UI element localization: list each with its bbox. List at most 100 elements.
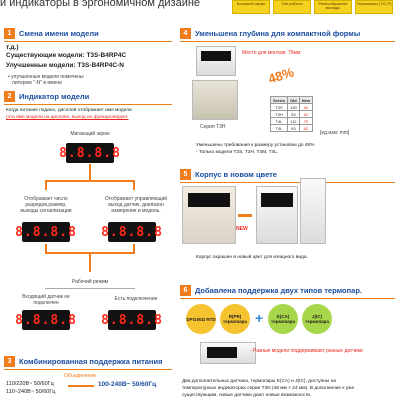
section-title: Комбинированная поддержка питания (19, 357, 163, 366)
sensor-desc: Два дополнительных датчика, термопары K(… (182, 379, 337, 384)
section-1-line: т.д.) (6, 44, 19, 51)
divider (4, 104, 172, 105)
table-header-row: Series Old New (269, 96, 313, 104)
table-cell: T3S (269, 103, 289, 111)
section-number: 1 (4, 28, 15, 39)
right-desc: Отображает управляющий (104, 196, 168, 202)
input-label: подключен (33, 300, 59, 306)
feature-tag: Тип работы (273, 0, 311, 14)
section-number: 5 (180, 169, 191, 180)
old-case-screen (188, 193, 230, 207)
feature-tag: Разнообразные выходы (314, 0, 352, 14)
sensor-desc: температурных индикаторах серии T3N (48 … (182, 386, 355, 391)
saving-note: Место для монтаж: 75мм (242, 50, 301, 56)
feature-tag: Термопары (T/C,P) (355, 0, 393, 14)
depth-desc: - Только модели T3S, T3H, T4M, T4L. (196, 150, 279, 155)
flow-connector (89, 164, 91, 180)
section-number: 4 (180, 28, 191, 39)
section-number: 2 (4, 91, 15, 102)
section-title: Смена имени модели (19, 29, 99, 38)
sensor-k-thermocouple: K(CA) термопара (268, 304, 298, 334)
feature-tag: Большой экран (232, 0, 270, 14)
section-5-header: 5 Корпус в новом цвете (180, 168, 395, 183)
table-cell: T3H (269, 110, 289, 118)
indicator-image (200, 342, 256, 364)
new-case-screen (261, 193, 293, 207)
table-cell: 70 (298, 117, 313, 125)
section-1-header: 1 Смена имени модели (4, 27, 172, 42)
display-blinking: 8.8.8.8 (59, 143, 120, 163)
table-header: Old (287, 96, 300, 104)
section-3-header: 3 Комбинированная поддержка питания (4, 355, 172, 370)
section-title: Добавлена поддержка двух типов термопар. (195, 286, 362, 295)
depth-desc: Уменьшены требования к размеру установки… (196, 143, 315, 148)
table-header: New (298, 96, 313, 104)
left-desc: разрядов,размер, (25, 202, 67, 208)
flow-connector (89, 252, 91, 272)
section-number: 6 (180, 285, 191, 296)
divider (180, 182, 395, 183)
table-cell: 62 (298, 110, 313, 118)
table-header: Series (269, 96, 289, 104)
plus-icon: + (255, 310, 264, 326)
section-title: Уменьшена глубина для компактной формы (195, 29, 361, 38)
flow-connector (133, 180, 135, 190)
flow-connector (45, 288, 135, 289)
model-note: литером "-N" в имени (12, 80, 62, 86)
percent-badge: 48% (266, 64, 296, 87)
divider (180, 41, 395, 42)
table-cell: 62 (298, 124, 313, 132)
depth-table: Series Old New T3S 130 84 T3H 93 62 T4L … (269, 96, 313, 132)
color-arrow (238, 214, 252, 217)
feature-tags: Большой экран Тип работы Разнообразные в… (232, 0, 393, 14)
display-right: 8.8.8.8 (101, 222, 162, 242)
section-2-text: Когда питание подано, дисплей отображает… (6, 108, 132, 113)
old-case-image (182, 186, 236, 244)
table-cell: T4L (269, 124, 289, 132)
color-desc: Корпус окрашен в новый цвет для изящного… (196, 255, 308, 260)
existing-model: Существующие модели: T3S-B4RP4C (6, 52, 127, 59)
table-cell: 93 (287, 124, 300, 132)
table-row: T3H 93 62 (269, 110, 313, 118)
improved-model: Улучшенные модели: T3S-B4RP4C-N (6, 62, 124, 69)
table-row: T4L 93 62 (269, 124, 313, 132)
power-old-2: 110~240В~ 50/60Гц (6, 389, 56, 395)
section-title: Индикатор модели (19, 92, 90, 101)
section-6-header: 6 Добавлена поддержка двух типов термопа… (180, 284, 395, 299)
series-label: Серия T3H (200, 124, 226, 130)
table-cell: 84 (298, 103, 313, 111)
flow-connector (133, 244, 135, 252)
blink-label: Мигающий экран (70, 131, 110, 137)
sensor-r-thermocouple: R(PR) термопара (220, 304, 250, 334)
table-cell: 112 (287, 117, 300, 125)
merge-arrow (68, 385, 94, 387)
display-connected: 8.8.8.8 (101, 310, 162, 330)
new-badge: NEW (236, 226, 248, 232)
left-desc: Отображает число (24, 196, 68, 202)
merge-label: Объединение (64, 373, 96, 379)
controller-image (196, 46, 236, 76)
divider (4, 41, 172, 42)
sensor-note: - Разные модели поддерживают разные датч… (250, 348, 363, 354)
sensor-rtd: DPt100Ω RTD (186, 304, 216, 334)
right-desc: выход датчик, диапазон (108, 202, 164, 208)
connected-label: Есть подключение (114, 296, 158, 302)
divider (180, 298, 395, 299)
table-cell: 93 (287, 110, 300, 118)
controller-depth-image (192, 80, 238, 120)
divider (4, 369, 172, 370)
flow-connector (45, 180, 135, 182)
flow-connector (45, 244, 47, 252)
table-unit: [ед.изм: mm] (320, 130, 350, 136)
power-result: 100-240В~ 50/60Гц (98, 381, 157, 388)
controller-screen (201, 51, 231, 61)
right-desc: измерения и модель. (111, 208, 161, 214)
indicator-screen (207, 347, 237, 358)
sensor-desc: существующим, новые датчики дают новые в… (182, 393, 312, 398)
table-row: T3S 130 84 (269, 103, 313, 111)
table-cell: T4L (269, 117, 289, 125)
display-no-input: 8.8.8.8 (15, 310, 76, 330)
left-desc: выходы сигнализации (20, 208, 72, 214)
section-2-warning: (эта имя модели на дисплее, выход не фун… (6, 115, 129, 120)
flow-connector (45, 180, 47, 190)
